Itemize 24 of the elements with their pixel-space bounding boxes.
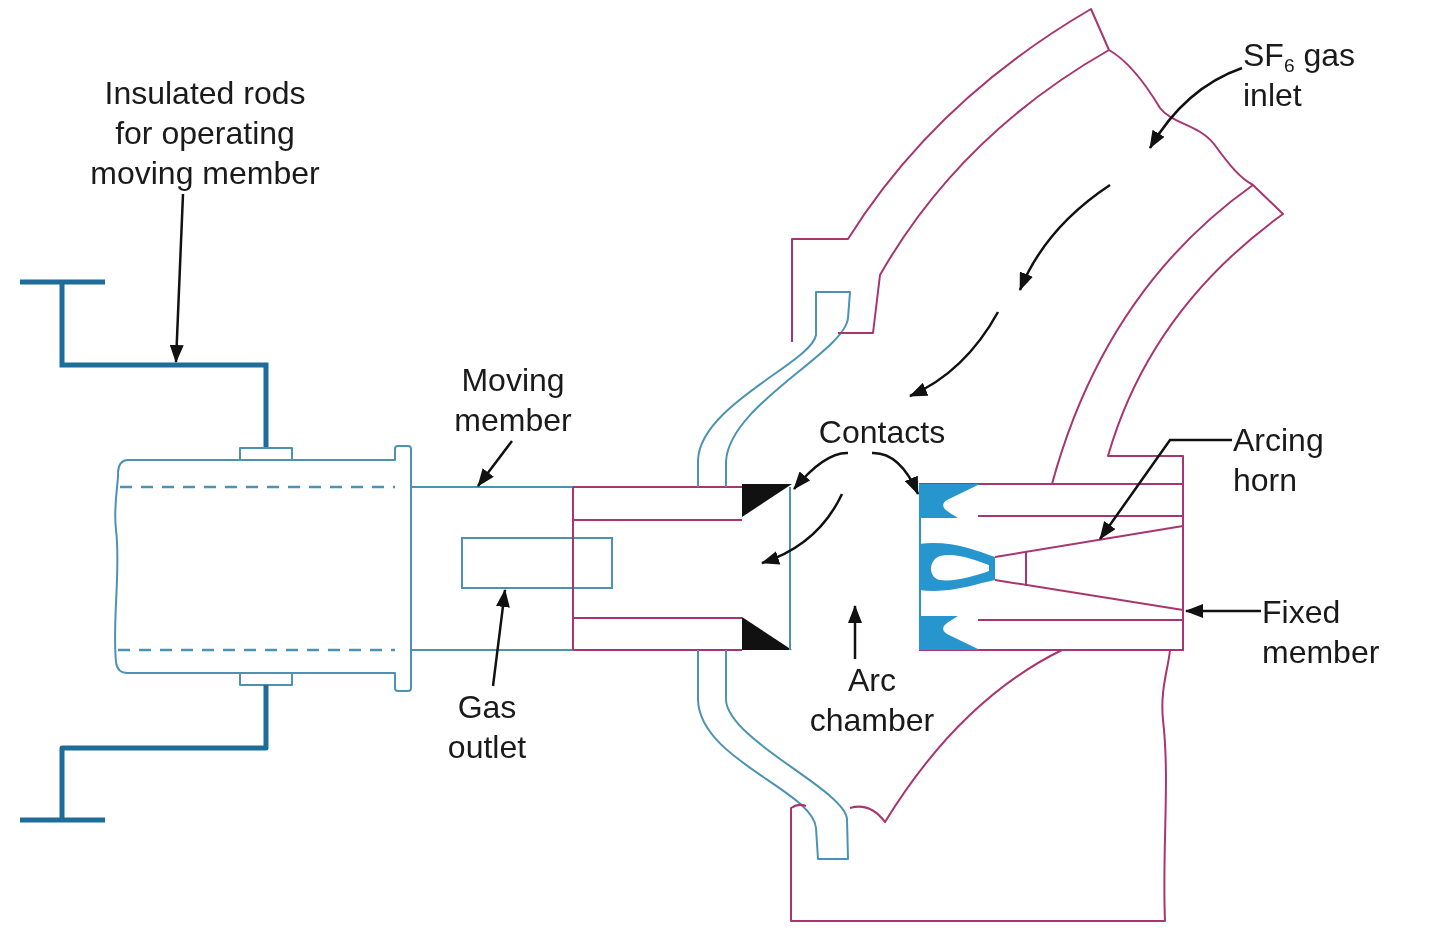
gas-outlet-slot [461,537,613,589]
callout-label: Fixed member [1262,592,1402,672]
callout-label: Arc chamber [802,660,942,740]
leader-arrow [1148,66,1243,149]
leader-arrow [1099,438,1232,540]
leader-arrow [848,605,862,659]
arcing-horn [994,525,1184,611]
fixed-member [919,483,1184,651]
callout-label: Insulated rods for operating moving member [86,73,324,193]
callout-label: Contacts [812,412,952,452]
leader-arrow [169,193,185,363]
leader-arrow [491,589,510,687]
leader-arrow [477,440,513,487]
callout-label: Arcing horn [1233,420,1353,500]
fixed-contact [919,483,995,651]
leader-arrow [871,451,920,495]
leader-arrow [793,451,849,490]
callout-label: Gas outlet [437,687,537,767]
callout-label: SF$_{6}$ gas inlet [1243,35,1383,115]
moving-member-tube [410,486,574,651]
moving-contact [742,484,792,650]
leader-arrow [1185,604,1261,618]
operating-rod [20,279,269,448]
callout-label: Moving member [438,360,588,440]
